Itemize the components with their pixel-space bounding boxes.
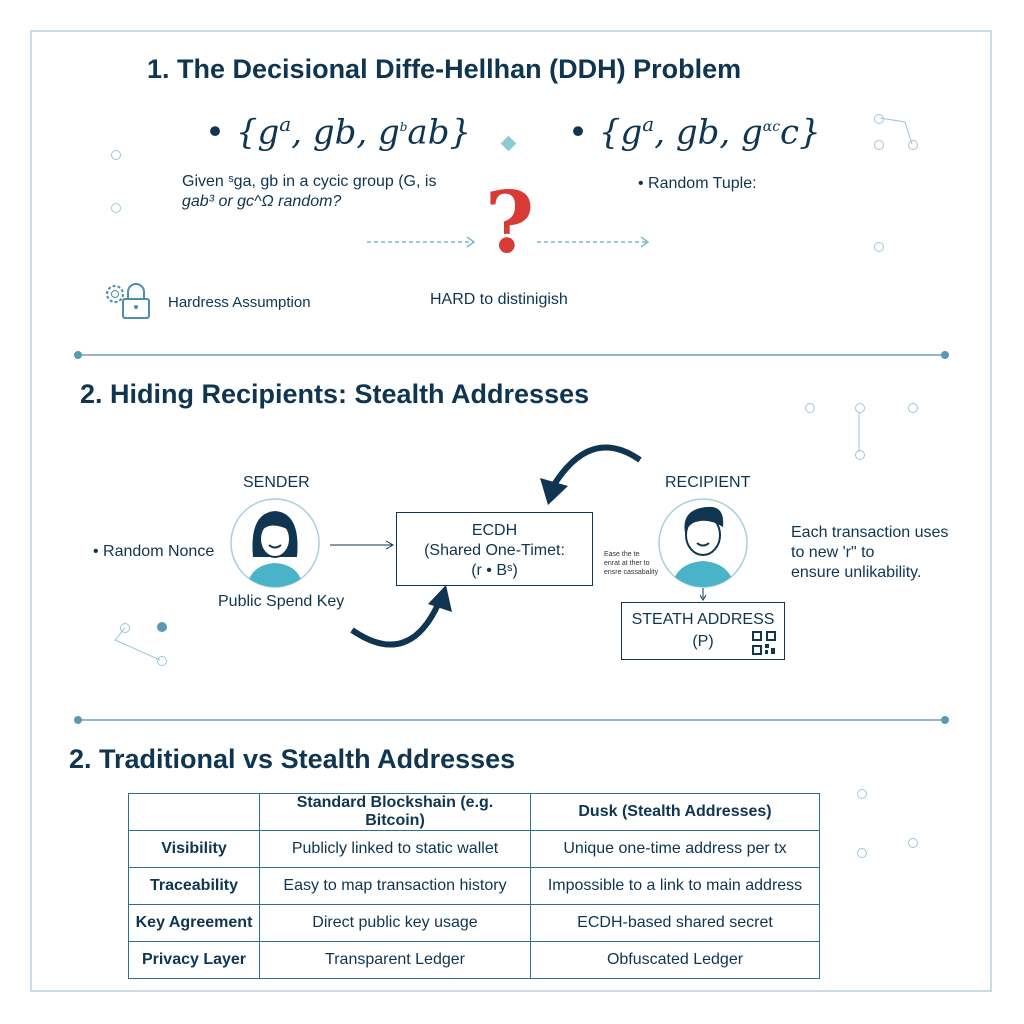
decor-dot — [157, 656, 167, 666]
ecdh-subtitle: (Shared One-Timet: — [424, 542, 565, 559]
ecdh-box: ECDH (Shared One-Timet: (r • Bˢ) — [396, 512, 593, 586]
table-cell: Direct public key usage — [259, 904, 531, 942]
stealth-address-p: (P) — [692, 633, 714, 650]
divider-end — [941, 716, 949, 724]
stealth-address-title: STEATH ADDRESS — [631, 611, 775, 628]
table-cell: Easy to map transaction history — [259, 867, 531, 905]
decor-dot — [111, 150, 121, 160]
divider — [78, 354, 946, 356]
sender-avatar — [230, 498, 320, 588]
hard-to-distinguish-label: HARD to distinigish — [430, 291, 568, 308]
table-cell: Transparent Ledger — [259, 941, 531, 979]
divider-end — [74, 716, 82, 724]
decor-dot — [805, 403, 815, 413]
section2-title: 2. Hiding Recipients: Stealth Addresses — [80, 379, 590, 409]
table-cell: Unique one-time address per tx — [530, 830, 820, 868]
recipient-avatar — [658, 498, 748, 588]
ecdh-formula: (r • Bˢ) — [471, 562, 518, 579]
row-label: Key Agreement — [128, 904, 260, 942]
divider — [78, 719, 946, 721]
random-nonce-label: • Random Nonce — [93, 543, 215, 560]
decor-dot — [874, 140, 884, 150]
decor-dot — [157, 622, 167, 632]
divider-end — [74, 351, 82, 359]
table-cell: ECDH-based shared secret — [530, 904, 820, 942]
dashed-arrows — [367, 236, 650, 248]
decor-dot — [855, 403, 865, 413]
decor-dot — [874, 242, 884, 252]
row-label: Traceability — [128, 867, 260, 905]
table-cell: Obfuscated Ledger — [530, 941, 820, 979]
gear-lock-icon — [106, 283, 150, 319]
decor-dot — [908, 838, 918, 848]
hardness-assumption-label: Hardress Assumption — [168, 294, 311, 311]
formula-ddh-tuple: • {ga, gb, gbab} — [205, 112, 472, 153]
question-mark-icon: ? — [485, 173, 535, 272]
frame — [30, 30, 992, 992]
table-header-row: Standard Blockshain (e.g. Bitcoin) Dusk … — [128, 793, 820, 831]
random-tuple-label: • Random Tuple: — [638, 175, 757, 192]
divider-end — [941, 351, 949, 359]
row-label: Visibility — [128, 830, 260, 868]
table-cell: Publicly linked to static wallet — [259, 830, 531, 868]
table-cell: Impossible to a link to main address — [530, 867, 820, 905]
ecdh-title: ECDH — [471, 522, 518, 539]
comparison-table: Standard Blockshain (e.g. Bitcoin) Dusk … — [128, 793, 820, 979]
section1-title: 1. The Decisional Diffe-Hellhan (DDH) Pr… — [147, 54, 742, 84]
recipient-label: RECIPIENT — [665, 474, 751, 491]
decor-dot — [120, 623, 130, 633]
row-label: Privacy Layer — [128, 941, 260, 979]
formula-random-tuple: • {ga, gb, gαcc} — [568, 112, 821, 153]
decor-dot — [908, 140, 918, 150]
qr-code-icon — [752, 631, 776, 655]
table-header: Dusk (Stealth Addresses) — [530, 793, 820, 831]
section3-title: 2. Traditional vs Stealth Addresses — [69, 744, 516, 774]
decor-dot — [111, 203, 121, 213]
table-header: Standard Blockshain (e.g. Bitcoin) — [259, 793, 531, 831]
decor-dot — [855, 450, 865, 460]
decor-dot — [857, 848, 867, 858]
public-spend-key-label: Public Spend Key — [218, 593, 345, 610]
decor-dot — [908, 403, 918, 413]
sender-label: SENDER — [243, 474, 310, 491]
decor-dot — [857, 789, 867, 799]
table-header — [128, 793, 260, 831]
